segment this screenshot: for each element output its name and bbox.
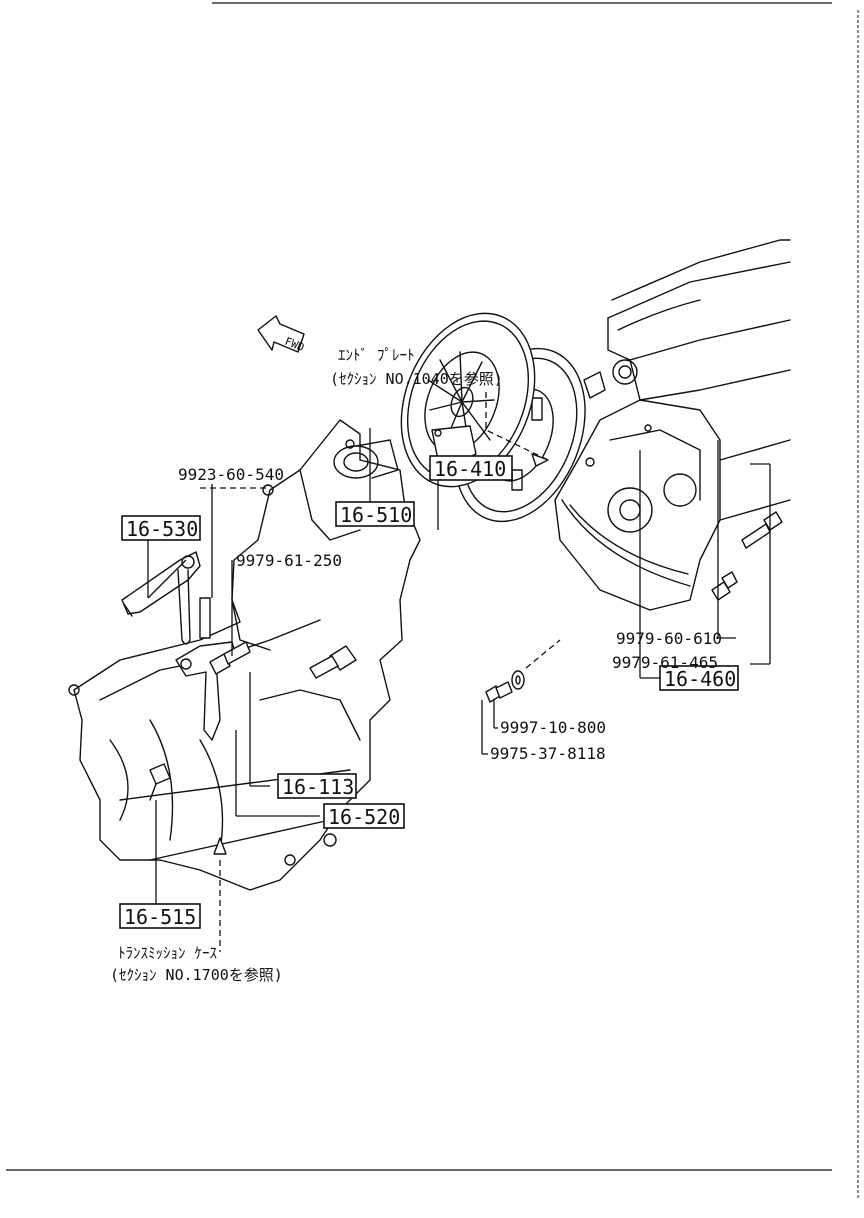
part-label-16-515[interactable]: 16-515 [119, 903, 201, 929]
engine-end-plate-drawing [554, 239, 791, 611]
boot-16-515-drawing [149, 763, 171, 801]
reference-dashed-lines [200, 392, 561, 952]
std-part-9979-61-465[interactable]: 9979-61-465 [612, 653, 718, 672]
transmission-case-drawing [68, 419, 421, 891]
part-number-text: 16-113 [282, 775, 354, 799]
part-number-text: 16-510 [340, 503, 412, 527]
part-number-text: 16-520 [328, 805, 400, 829]
part-label-16-530[interactable]: 16-530 [121, 515, 201, 541]
part-number-text: 16-460 [664, 667, 736, 691]
transmission-case-reference: (ｾｸｼｮﾝ NO.1700を参照) [110, 966, 283, 984]
std-part-leaders [717, 532, 771, 665]
part-label-16-520[interactable]: 16-520 [323, 803, 405, 829]
std-part-9979-60-610[interactable]: 9979-60-610 [616, 629, 722, 648]
part-number-text: 16-515 [124, 905, 196, 929]
std-part-9923-60-540[interactable]: 9923-60-540 [178, 465, 284, 484]
release-fork-drawing [175, 641, 237, 741]
part-label-16-410[interactable]: 16-410 [429, 455, 513, 481]
bolt-9979-60-610-drawing [711, 571, 738, 601]
part-number-text: 16-410 [434, 457, 506, 481]
end-plate-reference: (ｾｸｼｮﾝ NO.1040を参照) [330, 370, 503, 388]
leader-lines [147, 428, 771, 904]
pin-9923-60-540-drawing [177, 569, 211, 645]
page-frame [6, 2, 859, 1200]
part-label-16-113[interactable]: 16-113 [277, 773, 357, 799]
part-label-16-510[interactable]: 16-510 [335, 501, 415, 527]
std-part-9979-61-250[interactable]: 9979-61-250 [236, 551, 342, 570]
bolt-9975-37-8118-drawing [485, 681, 513, 703]
bolt-16-113-drawing [309, 645, 357, 679]
std-part-9975-37-8118[interactable]: 9975-37-8118 [490, 744, 606, 763]
bolt-9979-61-465-drawing [741, 511, 783, 549]
washer-9997-10-800-drawing [511, 670, 525, 690]
end-plate-name: ｴﾝﾄﾞ ﾌﾟﾚｰﾄ [338, 346, 415, 364]
transmission-case-name: ﾄﾗﾝｽﾐｯｼｮﾝ ｹｰｽ [118, 944, 217, 962]
part-number-text: 16-530 [126, 517, 198, 541]
bolt-9979-61-250-drawing [209, 641, 251, 675]
std-part-9997-10-800[interactable]: 9997-10-800 [500, 718, 606, 737]
release-lever-drawing [121, 551, 201, 617]
end-plate-note: ｴﾝﾄﾞ ﾌﾟﾚｰﾄ (ｾｸｼｮﾝ NO.1040を参照) [330, 346, 503, 388]
fwd-arrow-icon: FWD [257, 315, 306, 354]
part-label-16-460[interactable]: 16-460 [659, 665, 739, 691]
transmission-case-note: ﾄﾗﾝｽﾐｯｼｮﾝ ｹｰｽ (ｾｸｼｮﾝ NO.1700を参照) [110, 944, 283, 984]
